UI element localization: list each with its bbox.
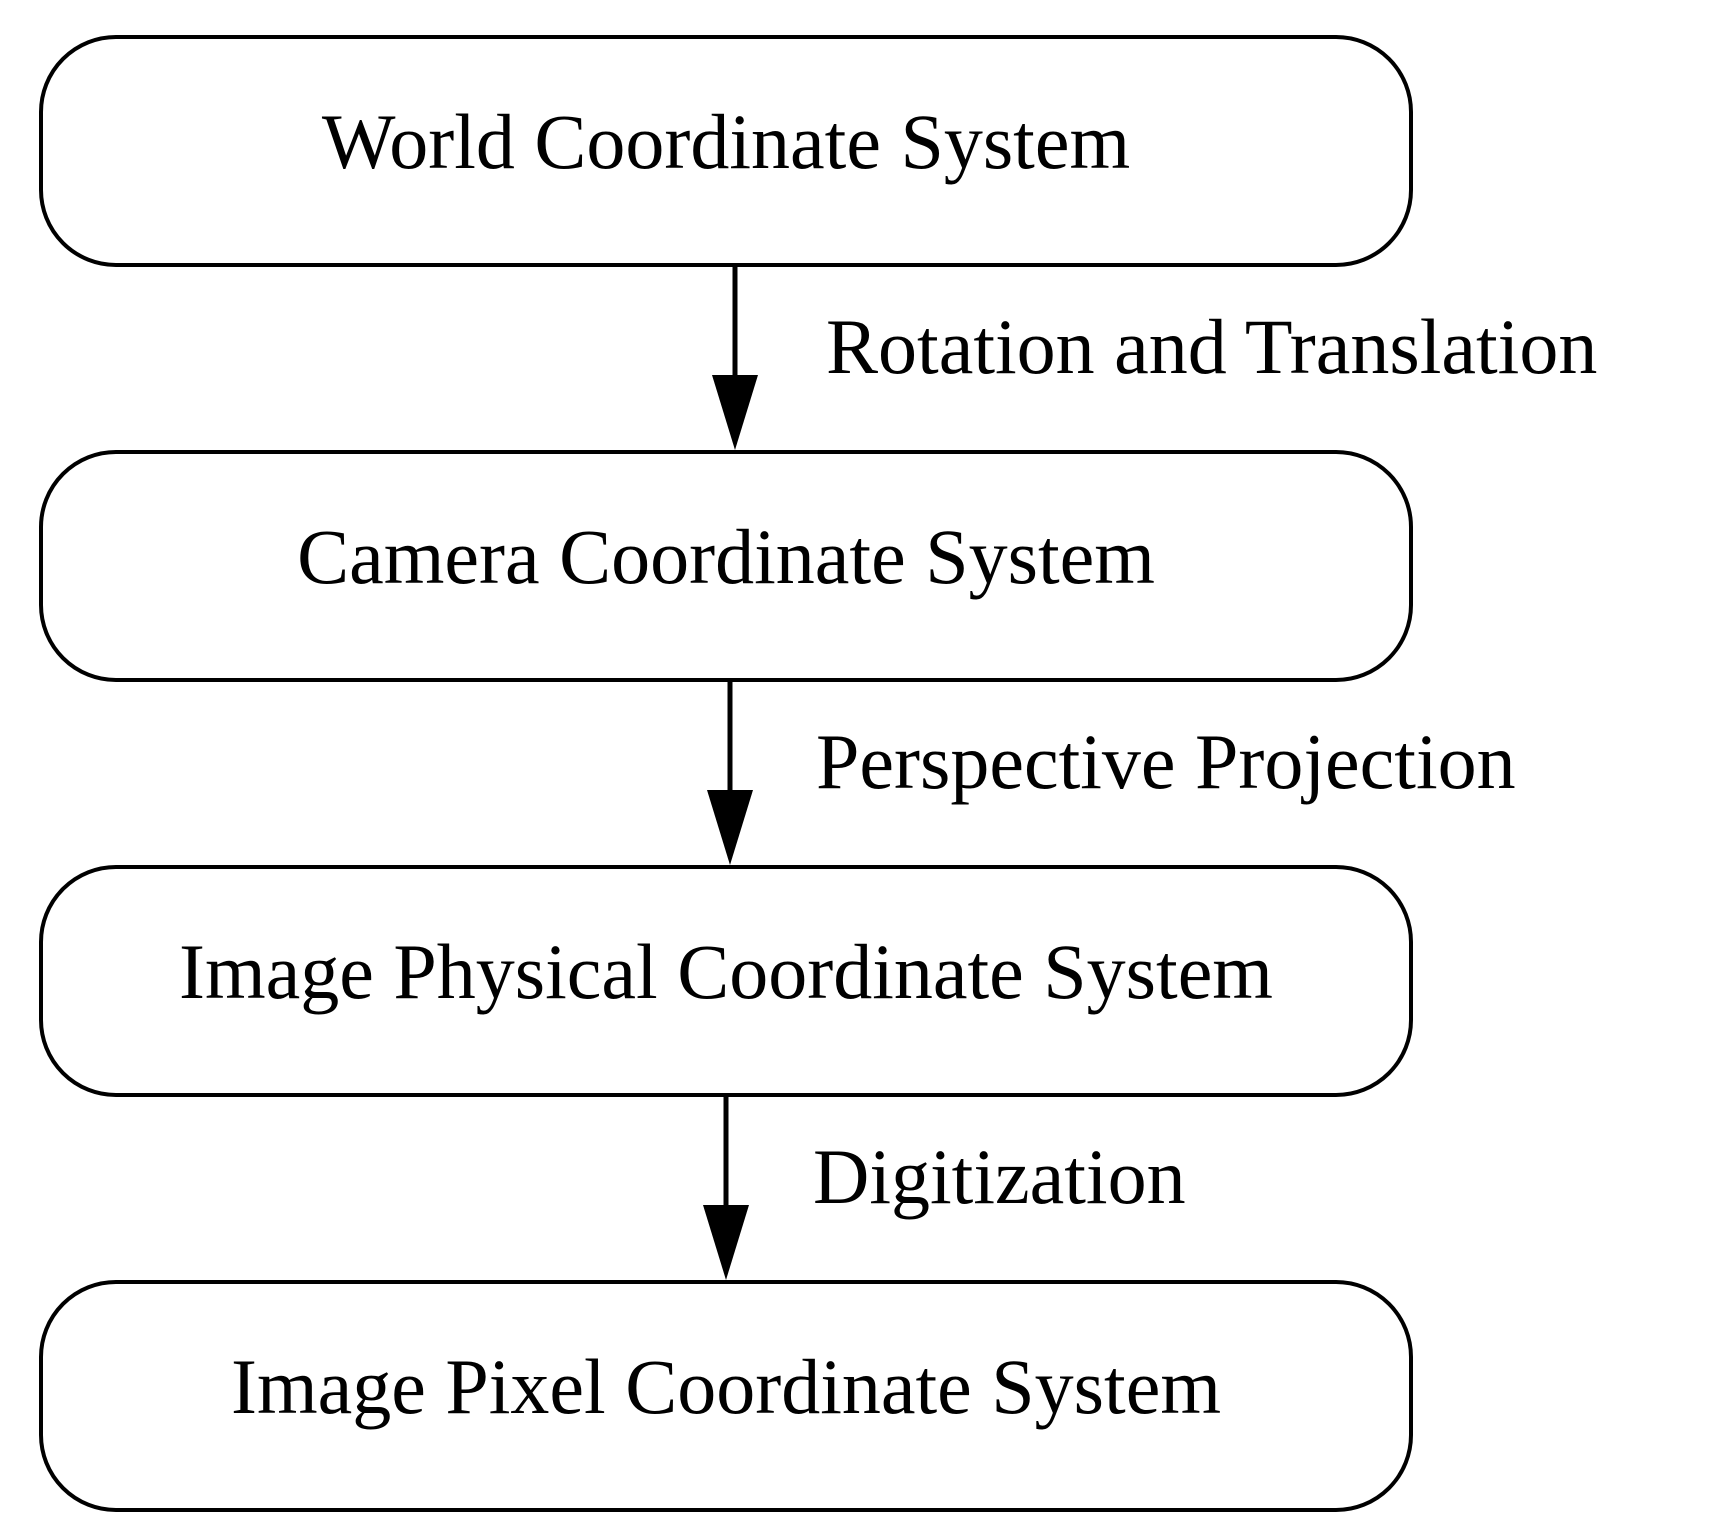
arrow-head-3 [703,1205,749,1280]
node-box-image-pixel [39,1280,1413,1512]
node-box-camera [39,450,1413,682]
edge-label-rotation-translation: Rotation and Translation [826,303,1597,390]
node-box-world [39,35,1413,267]
arrow-head-2 [707,790,753,865]
node-label-image-pixel: Image Pixel Coordinate System [231,1343,1221,1430]
node-label-image-physical: Image Physical Coordinate System [179,928,1273,1015]
node-image-pixel-coordinate-system: Image Pixel Coordinate System [39,1280,1413,1512]
edge-digitization: Digitization [703,1095,1186,1280]
edge-rotation-translation: Rotation and Translation [712,265,1597,450]
node-camera-coordinate-system: Camera Coordinate System [39,450,1413,682]
node-label-world: World Coordinate System [322,98,1130,185]
node-world-coordinate-system: World Coordinate System [39,35,1413,267]
node-image-physical-coordinate-system: Image Physical Coordinate System [39,865,1413,1097]
edge-perspective-projection: Perspective Projection [707,680,1516,865]
edge-label-digitization: Digitization [813,1133,1186,1220]
edge-label-perspective-projection: Perspective Projection [816,718,1516,805]
node-label-camera: Camera Coordinate System [297,513,1155,600]
arrow-head-1 [712,375,758,450]
